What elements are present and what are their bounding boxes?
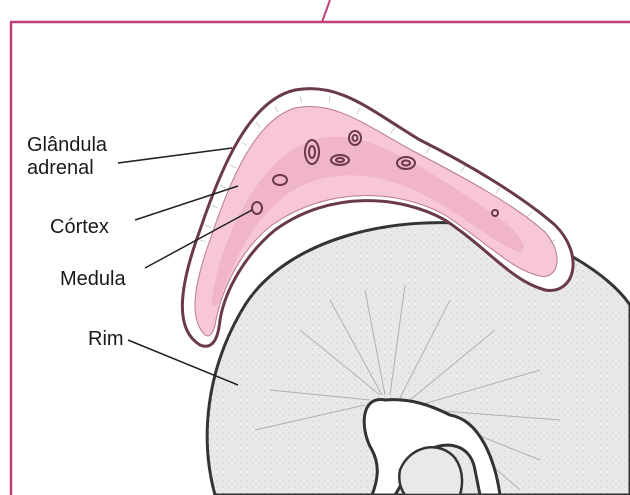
label-adrenal-line1: Glândula: [27, 134, 107, 156]
label-adrenal-line2: adrenal: [27, 157, 94, 179]
label-kidney: Rim: [88, 328, 124, 350]
label-cortex: Córtex: [50, 216, 109, 238]
label-medulla: Medula: [60, 268, 126, 290]
